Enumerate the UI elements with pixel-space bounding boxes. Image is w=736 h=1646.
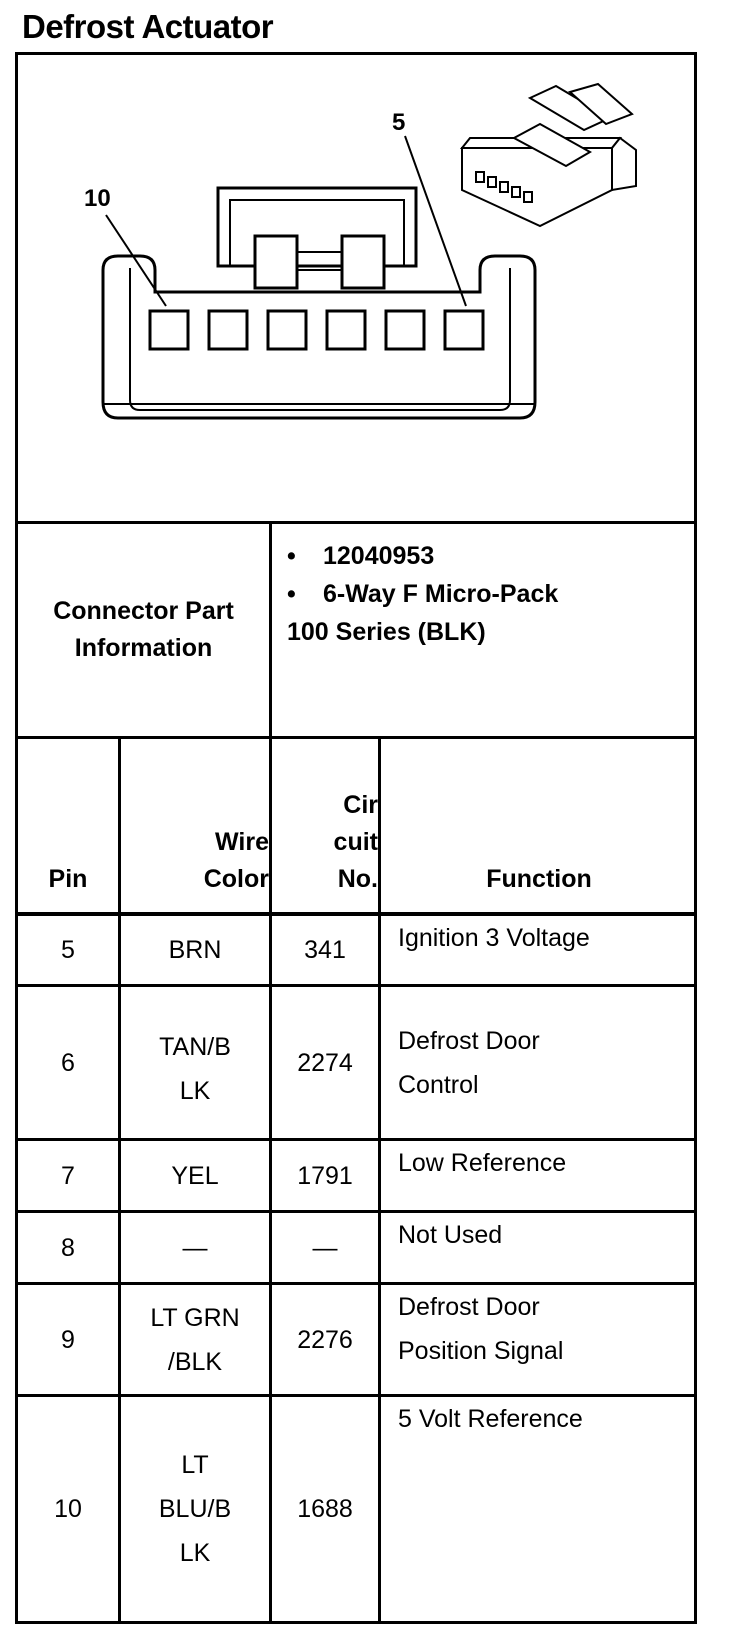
header-wire-color: Wire Color <box>203 828 269 893</box>
pin-cavity <box>384 309 426 351</box>
cell-pin: 9 <box>61 1325 75 1354</box>
info-label-line: Connector Part <box>53 597 234 625</box>
pin-cavity <box>325 309 367 351</box>
pin-cavity <box>207 309 249 351</box>
connector-latch <box>216 186 418 290</box>
callout-line-pin-5 <box>404 135 467 307</box>
cell-function: Low Reference <box>398 1149 567 1177</box>
cell-wire-color: LT GRN/BLK <box>150 1303 240 1376</box>
header-pin: Pin <box>48 865 88 893</box>
pin-cavity <box>148 309 190 351</box>
divider-row <box>15 1394 697 1397</box>
divider-info <box>269 521 272 739</box>
connector-isometric-thumbnail <box>459 82 637 228</box>
info-label-line: Information <box>74 634 213 662</box>
cell-pin: 5 <box>61 936 75 964</box>
cell-circuit: 1791 <box>297 1161 353 1190</box>
pin-cavity <box>266 309 308 351</box>
page-title: Defrost Actuator <box>22 8 274 45</box>
callout-line-pin-10 <box>105 214 167 307</box>
cell-circuit: 341 <box>304 936 346 964</box>
divider-row <box>15 1282 697 1285</box>
cell-circuit: 2274 <box>297 1048 353 1077</box>
cell-function: Ignition 3 Voltage <box>398 924 590 952</box>
cell-circuit: 2276 <box>297 1325 353 1354</box>
connector-diagram: 10 5 <box>84 82 637 420</box>
divider-row <box>15 1210 697 1213</box>
part-info-bullet: •6-Way F Micro-Pack <box>287 580 559 608</box>
divider-diagram <box>15 521 697 524</box>
pin-cavities <box>148 309 485 351</box>
column-divider <box>118 736 121 1624</box>
column-divider <box>378 736 381 1624</box>
callout-label-pin-5: 5 <box>392 109 405 136</box>
cell-wire-color: BRN <box>168 936 222 964</box>
cell-pin: 8 <box>61 1233 75 1262</box>
pin-cavity <box>443 309 485 351</box>
cell-circuit: 1688 <box>297 1495 353 1523</box>
connector-table-frame <box>15 52 697 1624</box>
column-divider <box>269 736 272 1624</box>
cell-pin: 7 <box>61 1161 75 1190</box>
cell-pin: 6 <box>61 1048 75 1077</box>
connector-part-info-value: •12040953 •6-Way F Micro-Pack 100 Series… <box>287 537 558 651</box>
callout-label-pin-10: 10 <box>84 185 111 212</box>
cell-wire-color: — <box>182 1233 208 1262</box>
part-info-bullet: •12040953 <box>287 542 435 570</box>
part-info-continuation: 100 Series (BLK) <box>287 618 486 646</box>
header-function: Function <box>486 865 592 893</box>
connector-body <box>101 254 537 420</box>
divider-header <box>15 912 697 916</box>
connector-part-info-label: Connector Part Information <box>18 524 269 736</box>
cell-circuit: — <box>312 1233 338 1262</box>
divider-row <box>15 984 697 987</box>
divider-row <box>15 1138 697 1141</box>
cell-function: 5 Volt Reference <box>398 1405 583 1433</box>
cell-wire-color: YEL <box>171 1161 219 1190</box>
header-circuit-no: Cir cuit No. <box>333 791 378 893</box>
cell-pin: 10 <box>54 1495 82 1523</box>
divider-info-bottom <box>15 736 697 739</box>
cell-function: Not Used <box>398 1221 503 1249</box>
